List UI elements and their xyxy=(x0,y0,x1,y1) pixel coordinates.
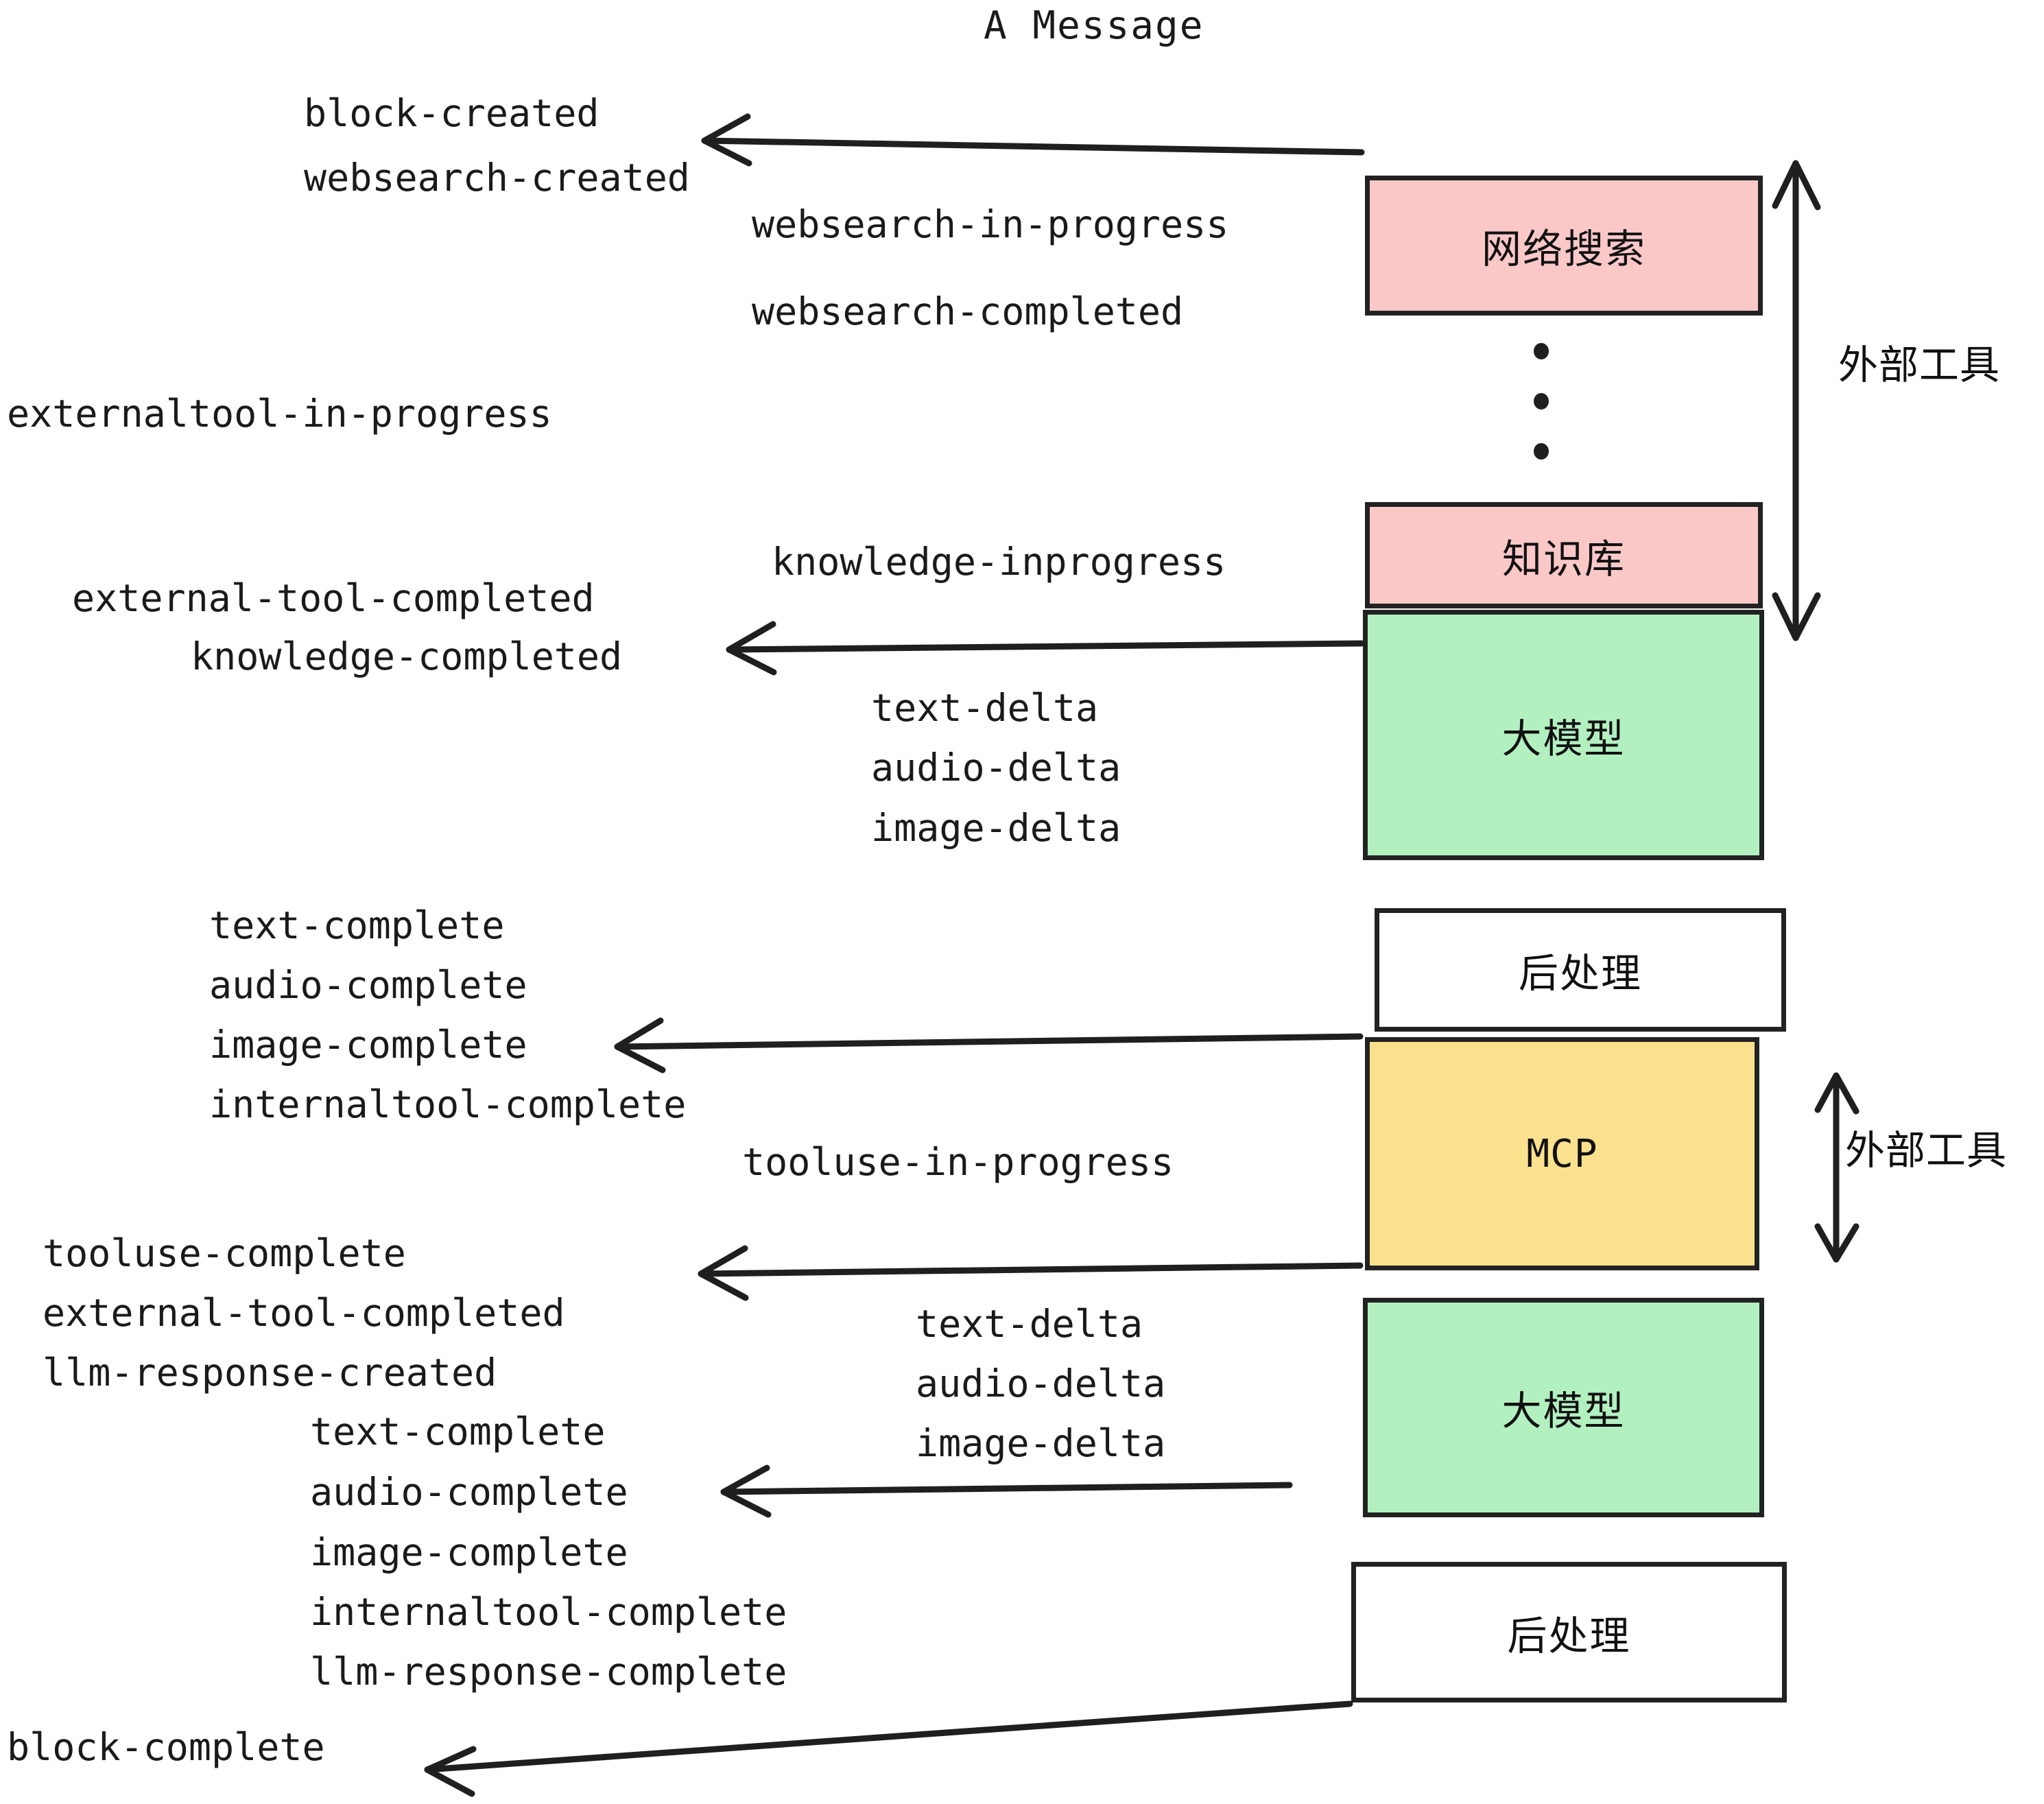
event-label-knowledge-inprogress: knowledge-inprogress xyxy=(772,540,1226,584)
event-label-internaltool-complete-1: internaltool-complete xyxy=(209,1082,687,1126)
box-mcp: MCP xyxy=(1365,1037,1759,1270)
box-postprocess-bottom: 后处理 xyxy=(1351,1562,1787,1702)
event-label-audio-complete-2: audio-complete xyxy=(310,1470,628,1514)
external-tools-bracket-top xyxy=(1772,160,1821,641)
dot-2 xyxy=(1534,393,1549,410)
event-label-external-tool-completed-2: external-tool-completed xyxy=(43,1291,565,1335)
event-label-text-delta-2: text-delta xyxy=(916,1302,1143,1346)
box-llm-top-label: 大模型 xyxy=(1501,715,1626,762)
box-postprocess-top-label: 后处理 xyxy=(1518,950,1642,997)
box-llm-bottom: 大模型 xyxy=(1363,1298,1764,1517)
event-label-image-complete-2: image-complete xyxy=(310,1530,628,1574)
event-label-text-complete-2: text-complete xyxy=(310,1410,606,1453)
arrow-websearch-to-created xyxy=(701,113,1365,167)
arrow-llm-to-knowledge-completed xyxy=(726,621,1365,676)
dot-3 xyxy=(1534,443,1549,460)
ellipsis-vertical-dots xyxy=(1531,343,1552,460)
event-label-websearch-created: websearch-created xyxy=(304,156,690,200)
event-label-block-complete: block-complete xyxy=(7,1725,325,1769)
arrow-llm-bottom-to-tooluse-complete xyxy=(698,1245,1364,1301)
event-label-external-tool-completed-1: external-tool-completed xyxy=(72,576,595,620)
event-label-image-delta-2: image-delta xyxy=(916,1421,1166,1465)
event-label-audio-delta-1: audio-delta xyxy=(871,746,1121,790)
event-label-websearch-completed: websearch-completed xyxy=(752,289,1184,333)
event-label-internaltool-complete-2: internaltool-complete xyxy=(310,1590,787,1634)
event-label-tooluse-complete: tooluse-complete xyxy=(43,1231,406,1275)
box-postprocess-top: 后处理 xyxy=(1375,908,1786,1032)
event-label-image-delta-1: image-delta xyxy=(871,806,1121,850)
event-label-text-delta-1: text-delta xyxy=(871,686,1099,730)
event-label-audio-delta-2: audio-delta xyxy=(916,1362,1166,1405)
event-label-knowledge-completed: knowledge-completed xyxy=(191,634,623,678)
event-label-image-complete-1: image-complete xyxy=(209,1023,527,1067)
side-label-external-tools-bottom: 外部工具 xyxy=(1845,1127,2008,1174)
page-title: A Message xyxy=(984,3,1204,48)
event-label-llm-response-complete: llm-response-complete xyxy=(310,1650,787,1694)
box-mcp-label: MCP xyxy=(1526,1131,1598,1176)
arrow-mcp-to-image-complete xyxy=(614,1017,1364,1073)
event-label-tooluse-in-progress: tooluse-in-progress xyxy=(742,1140,1174,1184)
event-label-websearch-in-progress: websearch-in-progress xyxy=(752,202,1229,246)
event-label-block-created: block-created xyxy=(304,91,599,135)
event-label-text-complete-1: text-complete xyxy=(209,903,505,947)
dot-1 xyxy=(1534,343,1549,359)
side-label-external-tools-top: 外部工具 xyxy=(1838,342,2001,388)
arrow-llm-bottom-to-audio-complete xyxy=(720,1464,1293,1518)
event-label-externaltool-in-progress: externaltool-in-progress xyxy=(7,392,552,436)
box-knowledge-label: 知识库 xyxy=(1501,535,1626,582)
event-label-llm-response-created: llm-response-created xyxy=(43,1351,497,1394)
box-websearch: 网络搜索 xyxy=(1365,176,1763,316)
box-llm-bottom-label: 大模型 xyxy=(1501,1388,1626,1434)
arrow-postprocess-to-block-complete xyxy=(424,1700,1353,1797)
event-label-audio-complete-1: audio-complete xyxy=(209,963,527,1007)
box-knowledge: 知识库 xyxy=(1365,502,1763,608)
box-llm-top: 大模型 xyxy=(1363,610,1764,860)
box-postprocess-bottom-label: 后处理 xyxy=(1507,1612,1631,1659)
box-websearch-label: 网络搜索 xyxy=(1481,226,1646,272)
